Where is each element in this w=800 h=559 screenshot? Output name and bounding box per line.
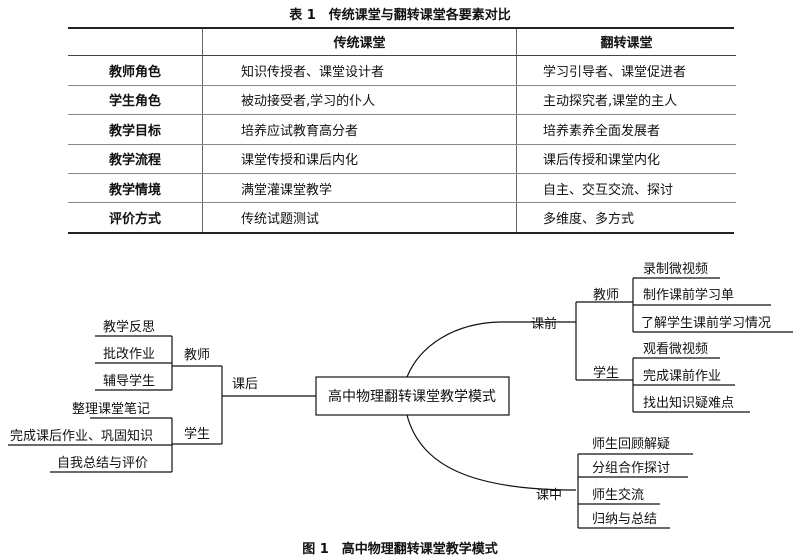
branch-in-class — [406, 414, 577, 491]
row-header-cell: 学生角色 — [68, 85, 203, 116]
in-class-item: 师生交流 — [592, 487, 644, 503]
table-cell: 课堂传授和课后内化 — [202, 144, 517, 174]
row-header-cell: 教师角色 — [68, 55, 203, 86]
post-teacher-item: 批改作业 — [103, 347, 155, 362]
row-header-cell: 教学流程 — [68, 144, 203, 174]
post-teacher-label: 教师 — [184, 347, 210, 363]
comparison-table: 传统课堂 翻转课堂 教师角色知识传授者、课堂设计者学习引导者、课堂促进者学生角色… — [68, 27, 736, 232]
table-cell: 课后传授和课堂内化 — [516, 144, 736, 174]
pre-student-item: 观看微视频 — [643, 341, 708, 357]
pre-student-item: 找出知识疑难点 — [643, 395, 734, 411]
table-cell: 多维度、多方式 — [543, 212, 635, 228]
table-cell: 传统试题测试 — [202, 202, 517, 232]
header-cell: 翻转课堂 — [516, 27, 736, 57]
table-cell: 被动接受者,学习的仆人 — [202, 85, 517, 116]
header-cell: 传统课堂 — [202, 27, 517, 57]
table-row: 教学流程课堂传授和课后内化课后传授和课堂内化 — [68, 144, 736, 174]
table-cell: 主动探究者,课堂的主人 — [516, 85, 736, 116]
post-student-item: 自我总结与评价 — [57, 456, 148, 471]
in-class-item: 分组合作探讨 — [592, 461, 670, 476]
table-cell: 培养素养全面发展者 — [516, 114, 736, 145]
table-row: 教学情境满堂灌课堂教学自主、交互交流、探讨 — [68, 173, 736, 204]
header-cell — [68, 27, 203, 57]
in-class-item: 师生回顾解疑 — [592, 436, 670, 452]
pre-student-label: 学生 — [593, 365, 619, 381]
table-cell: 学习引导者、课堂促进者 — [516, 55, 736, 86]
table-row: 评价方式传统试题测试 多维度、多方式 — [68, 202, 736, 232]
table-row: 学生角色被动接受者,学习的仆人主动探究者,课堂的主人 — [68, 85, 736, 116]
branch-pre-class — [406, 321, 576, 378]
post-teacher-item: 教学反思 — [103, 319, 155, 335]
row-header-cell: 教学情境 — [68, 173, 203, 204]
in-class-item: 归纳与总结 — [592, 512, 657, 527]
in-class-label: 课中 — [536, 488, 562, 503]
table-row: 教师角色知识传授者、课堂设计者学习引导者、课堂促进者 — [68, 55, 736, 86]
table-header-row: 传统课堂 翻转课堂 — [68, 27, 736, 57]
pre-teacher-label: 教师 — [593, 287, 619, 303]
row-header-cell: 教学目标 — [68, 114, 203, 145]
table-cell: 知识传授者、课堂设计者 — [202, 55, 517, 86]
post-student-item: 完成课后作业、巩固知识 — [10, 428, 153, 444]
post-student-item: 整理课堂笔记 — [72, 401, 150, 417]
post-teacher-item: 辅导学生 — [103, 373, 155, 389]
post-class-label: 课后 — [232, 377, 258, 392]
center-node-label: 高中物理翻转课堂教学模式 — [328, 388, 496, 405]
table-cell: 满堂灌课堂教学 — [202, 173, 517, 204]
pre-teacher-item: 录制微视频 — [643, 262, 708, 277]
row-header-cell: 评价方式 — [68, 202, 203, 232]
table-cell: 培养应试教育高分者 — [202, 114, 517, 145]
pre-class-label: 课前 — [531, 316, 557, 332]
table-row: 教学目标培养应试教育高分者培养素养全面发展者 — [68, 114, 736, 145]
pre-teacher-item: 制作课前学习单 — [643, 287, 734, 303]
post-student-label: 学生 — [184, 426, 210, 442]
table-cell: 自主、交互交流、探讨 — [516, 173, 736, 204]
figure-caption: 图 1 高中物理翻转课堂教学模式 — [302, 542, 498, 557]
pre-teacher-item: 了解学生课前学习情况 — [641, 315, 771, 331]
pre-student-item: 完成课前作业 — [643, 368, 721, 384]
table-title: 表 1 传统课堂与翻转课堂各要素对比 — [289, 8, 511, 23]
